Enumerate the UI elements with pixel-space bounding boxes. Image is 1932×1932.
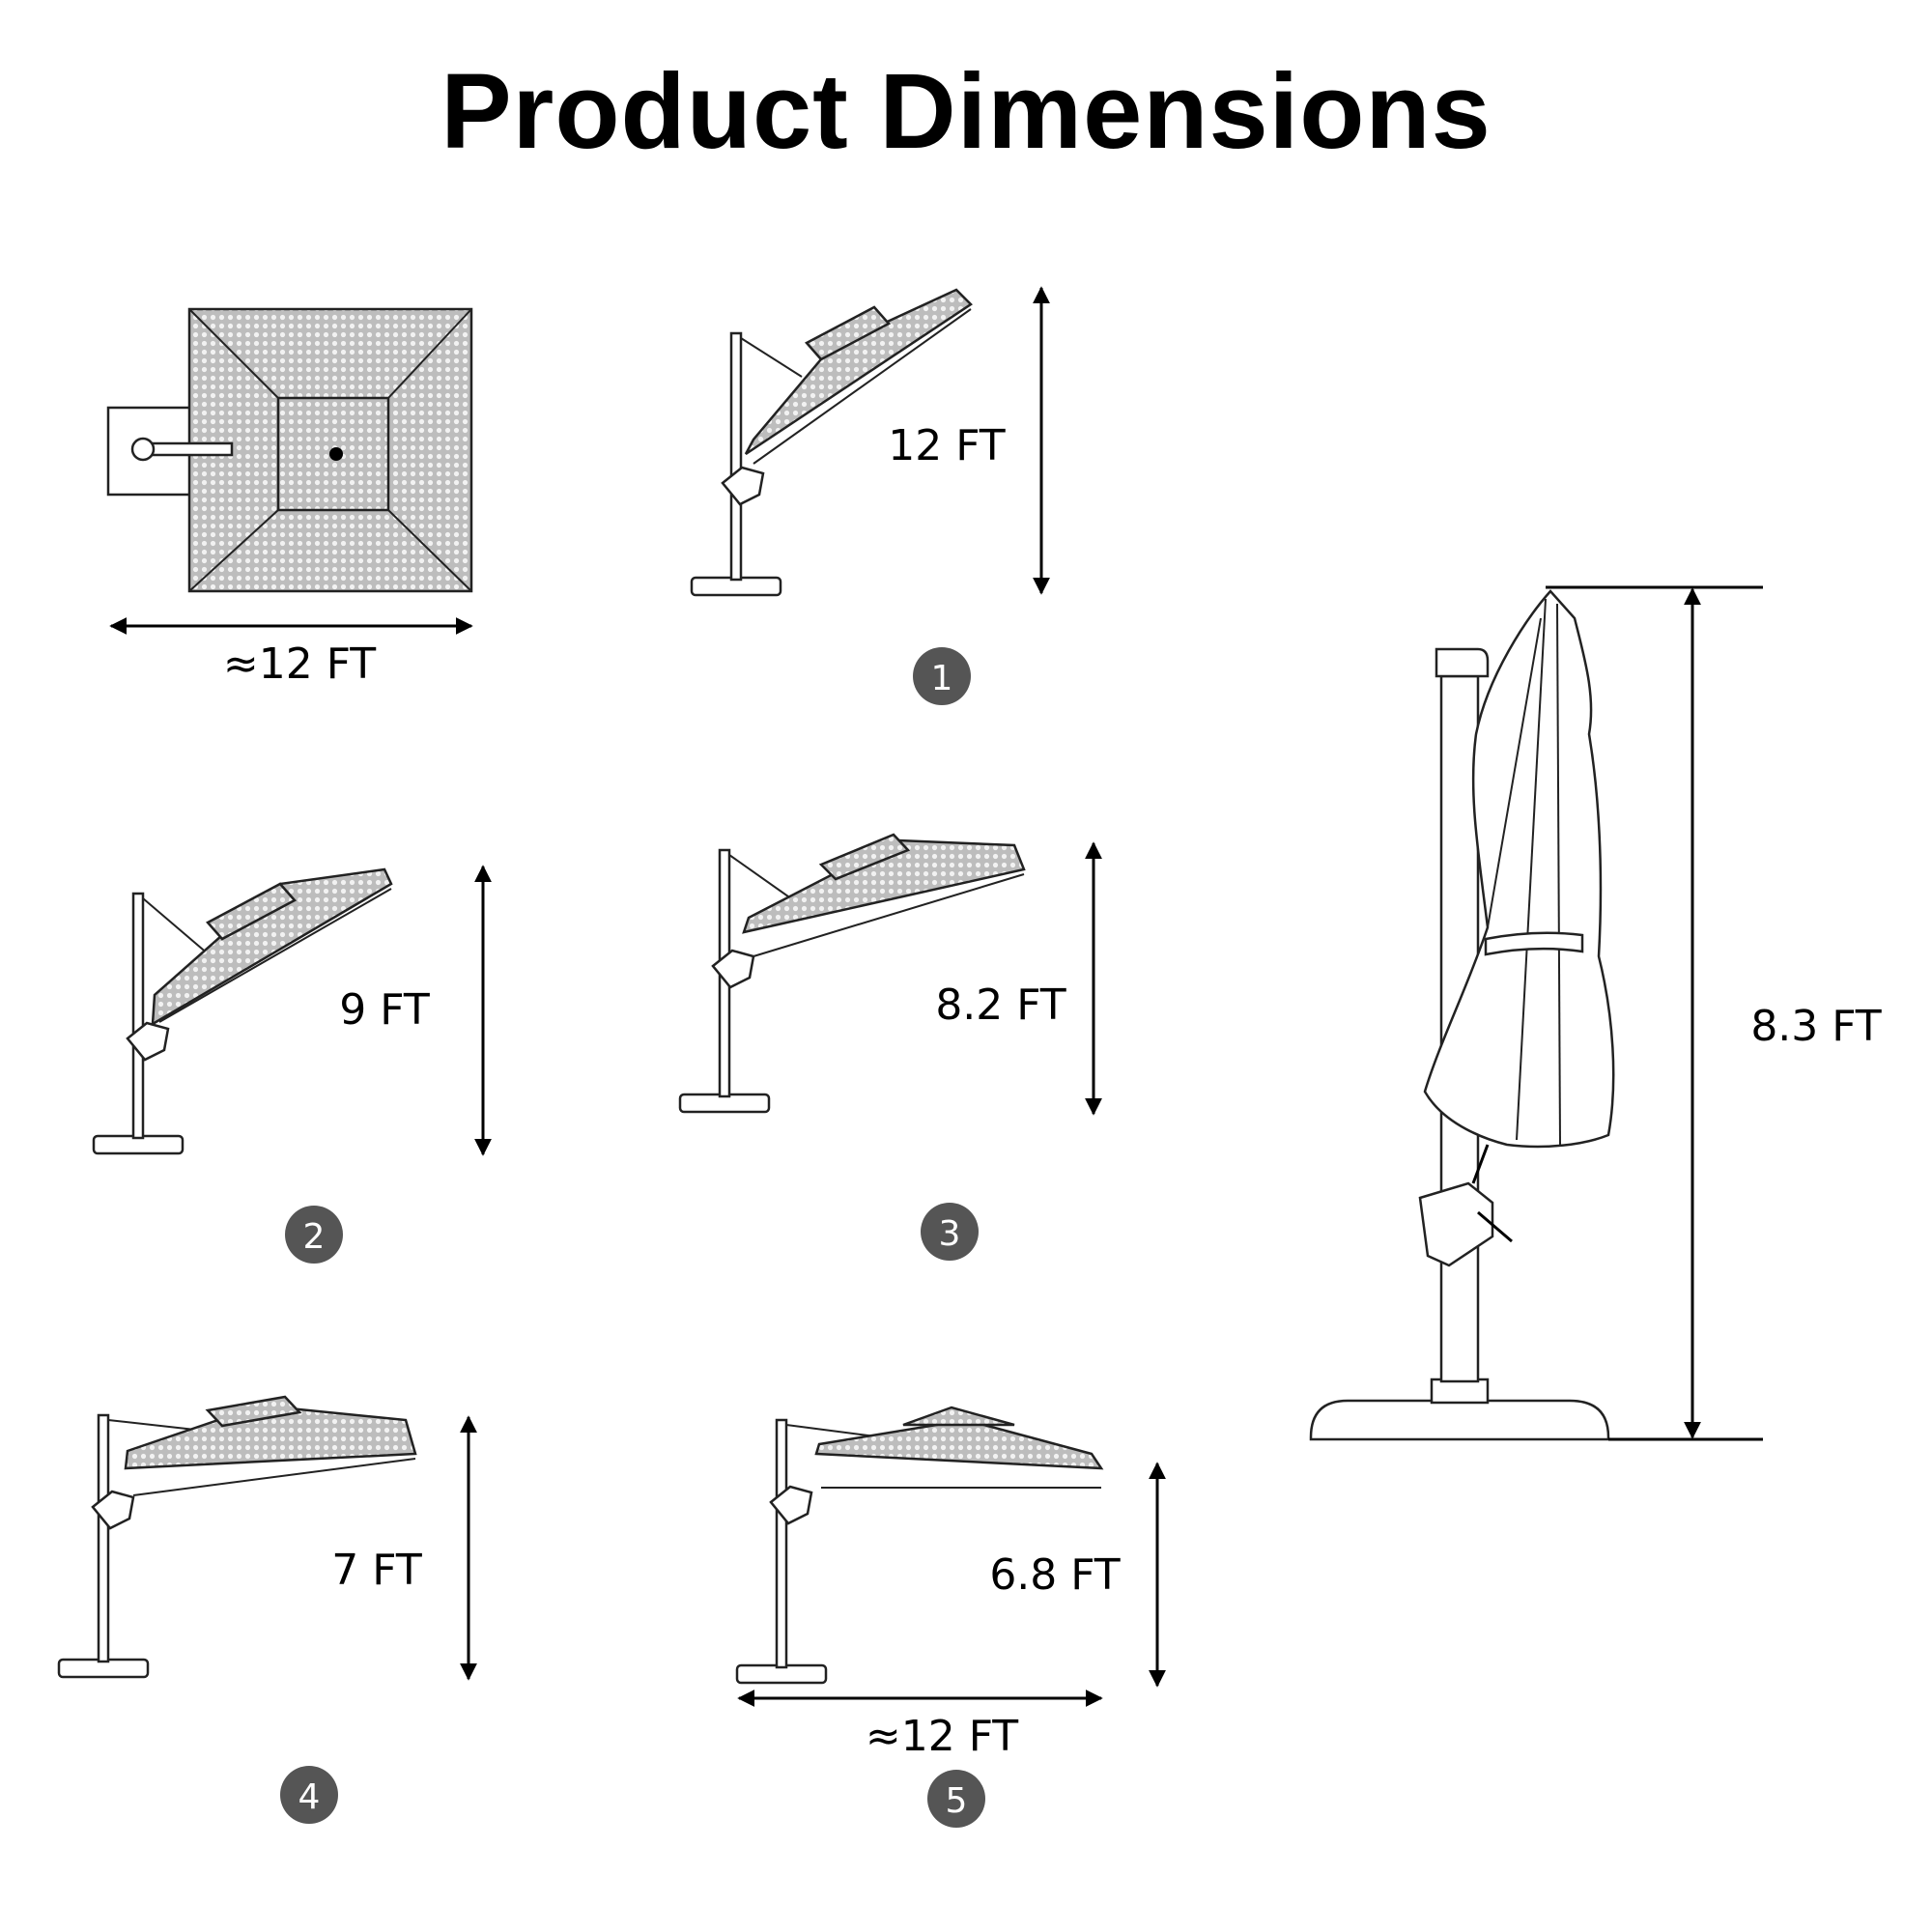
top-view-width-label: ≈12 FT — [223, 639, 376, 689]
position-1-badge-number: 1 — [931, 659, 953, 698]
position-5-badge-number: 5 — [946, 1781, 968, 1821]
position-4-canopy — [124, 1404, 417, 1470]
position-3-canopy — [742, 838, 1026, 934]
position-2-badge — [285, 1206, 343, 1264]
position-1-height-label: 12 FT — [888, 421, 1006, 470]
top-view-diagram: ≈12 FT — [106, 307, 473, 689]
position-4-badge — [280, 1766, 338, 1824]
page-title: Product Dimensions — [440, 52, 1492, 171]
closed-view-pole-cap — [1435, 647, 1490, 678]
position-2-tilt-hub — [126, 1021, 170, 1062]
position-5-canopy — [814, 1418, 1104, 1470]
position-5-tilt-hub — [769, 1485, 813, 1525]
position-2-pole — [131, 892, 145, 1140]
position-4-height-label: 7 FT — [331, 1546, 422, 1595]
position-3-diagram: 8.2 FT 3 — [678, 833, 1102, 1261]
position-1-pole — [729, 331, 743, 582]
top-view-pole-dot — [329, 447, 343, 461]
position-2-diagram: 9 FT 2 — [92, 865, 492, 1264]
position-2-height-label: 9 FT — [339, 985, 430, 1035]
position-5-pole — [775, 1418, 788, 1669]
position-4-tilt-hub — [91, 1490, 135, 1530]
position-5-height-label: 6.8 FT — [989, 1550, 1120, 1600]
closed-view-canopy — [1423, 589, 1615, 1149]
crank-handle-icon — [130, 437, 156, 462]
crank-handle-icon — [1477, 1210, 1513, 1243]
position-3-badge-number: 3 — [939, 1214, 961, 1254]
position-2-badge-number: 2 — [303, 1217, 326, 1257]
position-5-width-label: ≈12 FT — [866, 1712, 1018, 1761]
position-3-badge — [921, 1203, 979, 1261]
closed-view-height-label: 8.3 FT — [1750, 1002, 1881, 1051]
closed-view-base — [1309, 1399, 1610, 1441]
position-1-tilt-hub — [721, 466, 765, 506]
position-3-tilt-hub — [711, 949, 755, 989]
position-5-diagram: 6.8 FT ≈12 FT 5 — [735, 1406, 1166, 1828]
closed-view-diagram: 8.3 FT — [1309, 585, 1882, 1441]
position-4-diagram: 7 FT 4 — [57, 1395, 477, 1824]
position-2-canopy — [151, 867, 393, 1027]
position-4-pole — [97, 1413, 110, 1663]
closed-view-base-collar — [1430, 1378, 1490, 1405]
position-5-badge — [927, 1770, 985, 1828]
position-3-height-label: 8.2 FT — [935, 980, 1065, 1030]
position-1-canopy — [744, 288, 973, 456]
position-4-badge-number: 4 — [298, 1777, 321, 1817]
closed-view-strap — [1484, 931, 1584, 956]
position-1-diagram: 12 FT 1 — [690, 286, 1050, 705]
position-1-badge — [913, 647, 971, 705]
closed-view-tilt-hub — [1418, 1181, 1494, 1267]
